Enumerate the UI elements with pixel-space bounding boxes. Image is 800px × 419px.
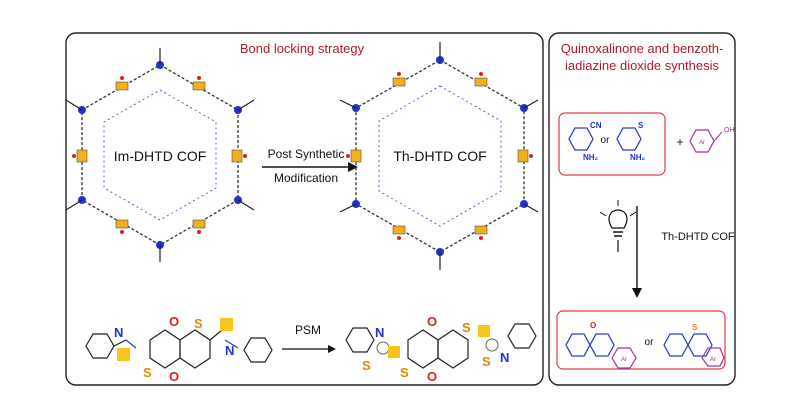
svg-text:N: N [375,325,384,340]
left-panel-frame [65,32,544,386]
products-box [556,310,726,370]
benzyl-alcohol-structure: Ar OH [689,127,735,153]
svg-text:N: N [225,343,234,358]
reagent-or-text: or [601,135,611,146]
svg-text:O: O [169,369,179,384]
svg-text:N: N [114,325,123,340]
svg-text:Ar: Ar [621,357,627,363]
aminobenzenesulfonamide-structure: S NH₂ [616,121,646,162]
plus-sign: + [676,135,683,149]
light-bulb-icon [599,200,637,252]
reagents-box [558,112,666,176]
svg-text:O: O [427,314,437,329]
svg-text:NH₂: NH₂ [630,153,646,162]
imine-linker-structure: N S S O O N [85,314,273,384]
svg-text:Ar: Ar [710,357,716,363]
svg-text:N: N [500,350,509,365]
im-dhtd-cof-label: Im-DHTD COF [114,148,207,164]
arrow-label-line1: Post Synthetic [268,147,345,161]
svg-text:S: S [482,354,491,369]
svg-text:S: S [362,358,371,373]
svg-text:O: O [590,321,596,330]
psm-label: PSM [295,323,321,337]
right-panel-title-line1: Quinoxalinone and benzoth- [561,41,724,56]
svg-text:S: S [462,320,471,335]
benzothiadiazine-dioxide-product-structure: S Ar [663,323,725,367]
svg-text:OH: OH [724,127,735,134]
svg-text:S: S [400,365,409,380]
post-synthetic-arrow [262,162,358,172]
psm-arrow [282,345,336,353]
svg-text:O: O [427,369,437,384]
thiazole-locked-linker-structure: N S S S O O S N [345,314,537,384]
svg-text:NH₂: NH₂ [583,153,599,162]
th-dhtd-cof-framework [339,42,539,270]
reaction-arrow [632,206,642,298]
left-panel-title: Bond locking strategy [240,41,365,56]
aminobenzonitrile-structure: CN NH₂ [568,121,602,162]
svg-text:CN: CN [590,121,602,130]
im-dhtd-cof-framework [65,48,255,262]
svg-text:S: S [143,365,152,380]
svg-text:O: O [169,314,179,329]
right-panel-title-line2: iadiazine dioxide synthesis [565,58,719,73]
svg-text:S: S [194,316,203,331]
svg-text:S: S [638,121,644,130]
svg-text:S: S [692,323,698,332]
catalyst-label: Th-DHTD COF [661,231,735,243]
quinoxalinone-product-structure: O Ar [565,321,637,369]
right-panel-frame [548,32,736,386]
svg-text:Ar: Ar [699,140,705,146]
product-or-text: or [645,337,655,348]
th-dhtd-cof-label: Th-DHTD COF [393,148,486,164]
arrow-label-line2: Modification [274,171,338,185]
